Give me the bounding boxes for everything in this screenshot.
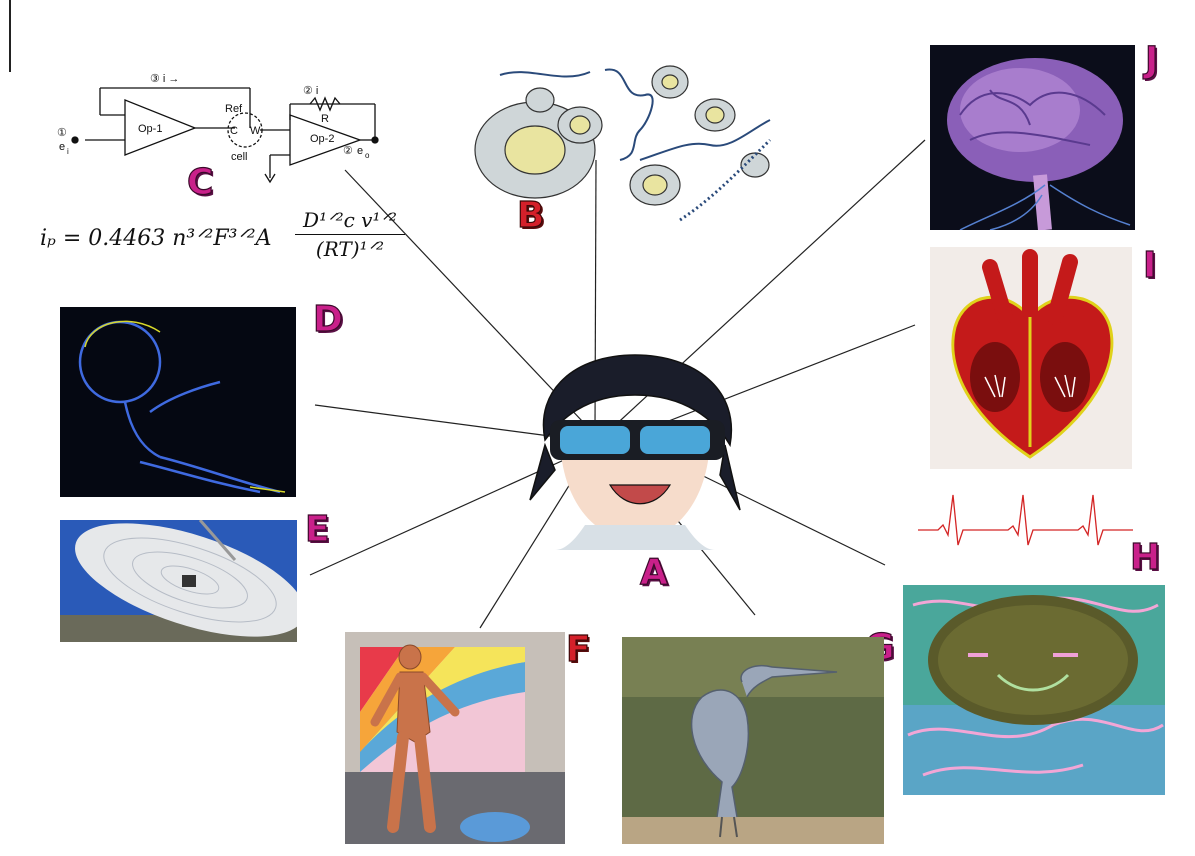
label-i: I — [1142, 245, 1157, 286]
resistor-label: R — [321, 113, 329, 125]
vr-boy-illustration — [529, 354, 741, 550]
radio-telescope-photo — [60, 520, 297, 642]
randles-sevcik-equation: iₚ = 0.4463 n³ᐟ²F³ᐟ²A D¹ᐟ²c v¹ᐟ² (RT)¹ᐟ² — [40, 208, 405, 278]
opamp1-label: Op-1 — [138, 123, 162, 135]
circuit-diagram: ③ i → ② i R Op-1 Op-2 Ref C W cell ① e i… — [57, 73, 379, 184]
fetus-xray-image — [60, 307, 296, 497]
equation-denominator: (RT)¹ᐟ² — [315, 237, 385, 261]
input-subscript: i — [67, 147, 69, 156]
clay-figure-photo — [345, 632, 565, 844]
output-label: e — [357, 145, 363, 157]
ref-electrode-label: Ref — [225, 103, 243, 115]
label-a: A — [639, 552, 668, 593]
label-e: E — [304, 509, 330, 550]
cells-dna-illustration — [474, 65, 772, 222]
equation-lhs: iₚ = 0.4463 n³ᐟ²F³ᐟ²A — [40, 226, 272, 251]
heart-image — [930, 247, 1132, 469]
label-b: B — [516, 195, 545, 236]
ecg-trace — [918, 494, 1133, 546]
input-label: e — [59, 141, 65, 153]
counter-electrode-label: C — [230, 125, 238, 137]
label-d: D — [312, 299, 343, 340]
line-to-f — [479, 459, 586, 629]
opamp2-label: Op-2 — [310, 133, 334, 145]
feedback-current-label: ③ i → — [150, 73, 179, 85]
label-f: F — [565, 629, 591, 670]
line-to-e — [309, 454, 576, 576]
heron-photo — [622, 637, 884, 844]
resistor-current-label: ② i — [303, 85, 318, 97]
cell-label: cell — [231, 151, 248, 163]
equation-numerator: D¹ᐟ²c v¹ᐟ² — [295, 208, 405, 235]
equation-fraction: D¹ᐟ²c v¹ᐟ² (RT)¹ᐟ² — [295, 208, 405, 261]
left-edge-rule — [9, 0, 11, 72]
line-to-d — [314, 404, 581, 441]
brain-image — [930, 45, 1135, 230]
label-h: H — [1129, 537, 1161, 578]
working-electrode-label: W — [250, 125, 261, 137]
label-c: C — [186, 162, 214, 203]
output-number: ② — [343, 145, 353, 157]
input-number: ① — [57, 127, 67, 139]
output-subscript: o — [365, 151, 370, 160]
label-j: J — [1144, 40, 1159, 81]
painted-face-image — [903, 585, 1165, 795]
